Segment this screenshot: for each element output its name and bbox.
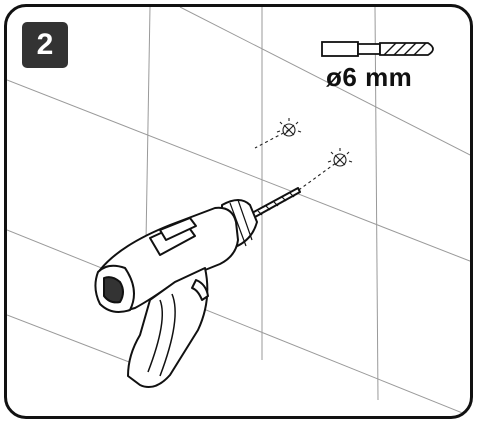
drill-target-mark-icon [295, 148, 353, 193]
power-drill-icon [94, 187, 301, 388]
drill-target-mark-icon [254, 118, 302, 149]
drill-bit-diameter-label: ø6 mm [326, 62, 413, 92]
step-number-badge: 2 [22, 22, 68, 68]
drill-bit-icon [321, 41, 434, 57]
